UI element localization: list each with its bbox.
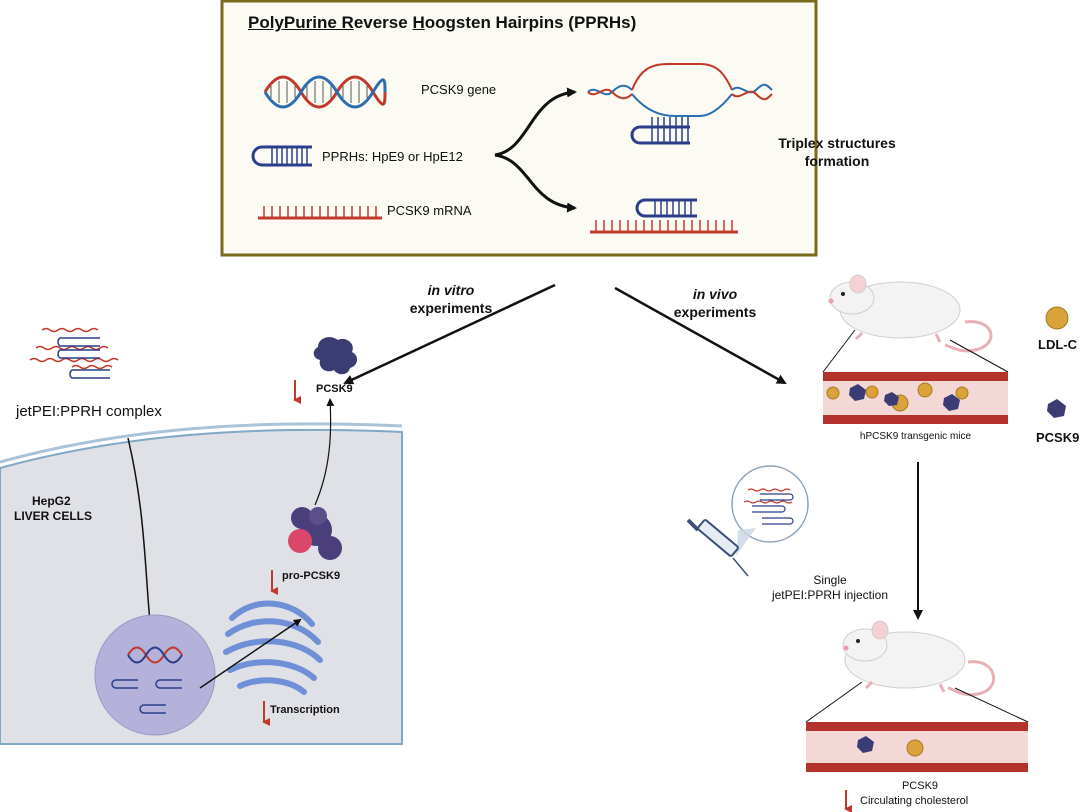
ldl-c-icon	[1045, 306, 1069, 330]
pcsk9-legend-label: PCSK9	[1036, 430, 1080, 445]
mrna-label: PCSK9 mRNA	[387, 203, 472, 218]
triplex-mrna-icon	[590, 198, 738, 234]
nucleus-dna-icon	[127, 646, 183, 664]
jetpei-complex-icon	[29, 327, 119, 379]
vessel-bottom	[806, 722, 1028, 772]
syringe-icon	[686, 518, 749, 577]
page-title: PolyPurine Reverse Hoogsten Hairpins (PP…	[248, 13, 637, 32]
cholesterol-label: Circulating cholesterol	[860, 795, 969, 807]
mrna-icon	[258, 206, 382, 220]
in-vivo-arrow	[614, 286, 787, 385]
injection-zoom	[731, 465, 809, 543]
branch-arrows	[494, 87, 577, 213]
nucleus	[94, 614, 216, 736]
transcription-arrow	[199, 618, 302, 689]
pcsk9-cell-label: PCSK9	[316, 383, 353, 395]
pro-pcsk9-icon	[288, 507, 342, 560]
nucleus-pprh-icons	[111, 679, 182, 714]
complex-label: jetPEI:PPRH complex	[16, 403, 162, 420]
secretion-arrow	[314, 398, 335, 506]
golgi-icon	[223, 600, 323, 695]
bottom-pcsk9-label: PCSK9	[901, 780, 939, 792]
pcsk9-legend-icon	[1047, 399, 1066, 418]
pcsk9-protein-icon	[313, 337, 358, 375]
mouse-top-icon	[828, 274, 993, 353]
triplex-dna-icon	[587, 63, 773, 145]
injection-complex-icon	[743, 488, 794, 525]
ldl-c-label: LDL-C	[1038, 337, 1077, 352]
transgenic-label: hPCSK9 transgenic mice	[859, 431, 972, 442]
uptake-arrow	[127, 437, 154, 624]
pprh-hairpin-icon	[251, 145, 312, 167]
pprh-label: PPRHs: HpE9 or HpE12	[322, 149, 463, 164]
mouse-bottom-icon	[842, 620, 995, 697]
in-vitro-arrow	[343, 283, 556, 385]
vessel-top	[823, 372, 1008, 424]
pro-pcsk9-label: pro-PCSK9	[282, 570, 341, 582]
dna-helix-icon	[263, 75, 387, 109]
pprh-box	[220, 0, 818, 257]
gene-label: PCSK9 gene	[421, 82, 497, 97]
transcription-label: Transcription	[270, 704, 340, 716]
